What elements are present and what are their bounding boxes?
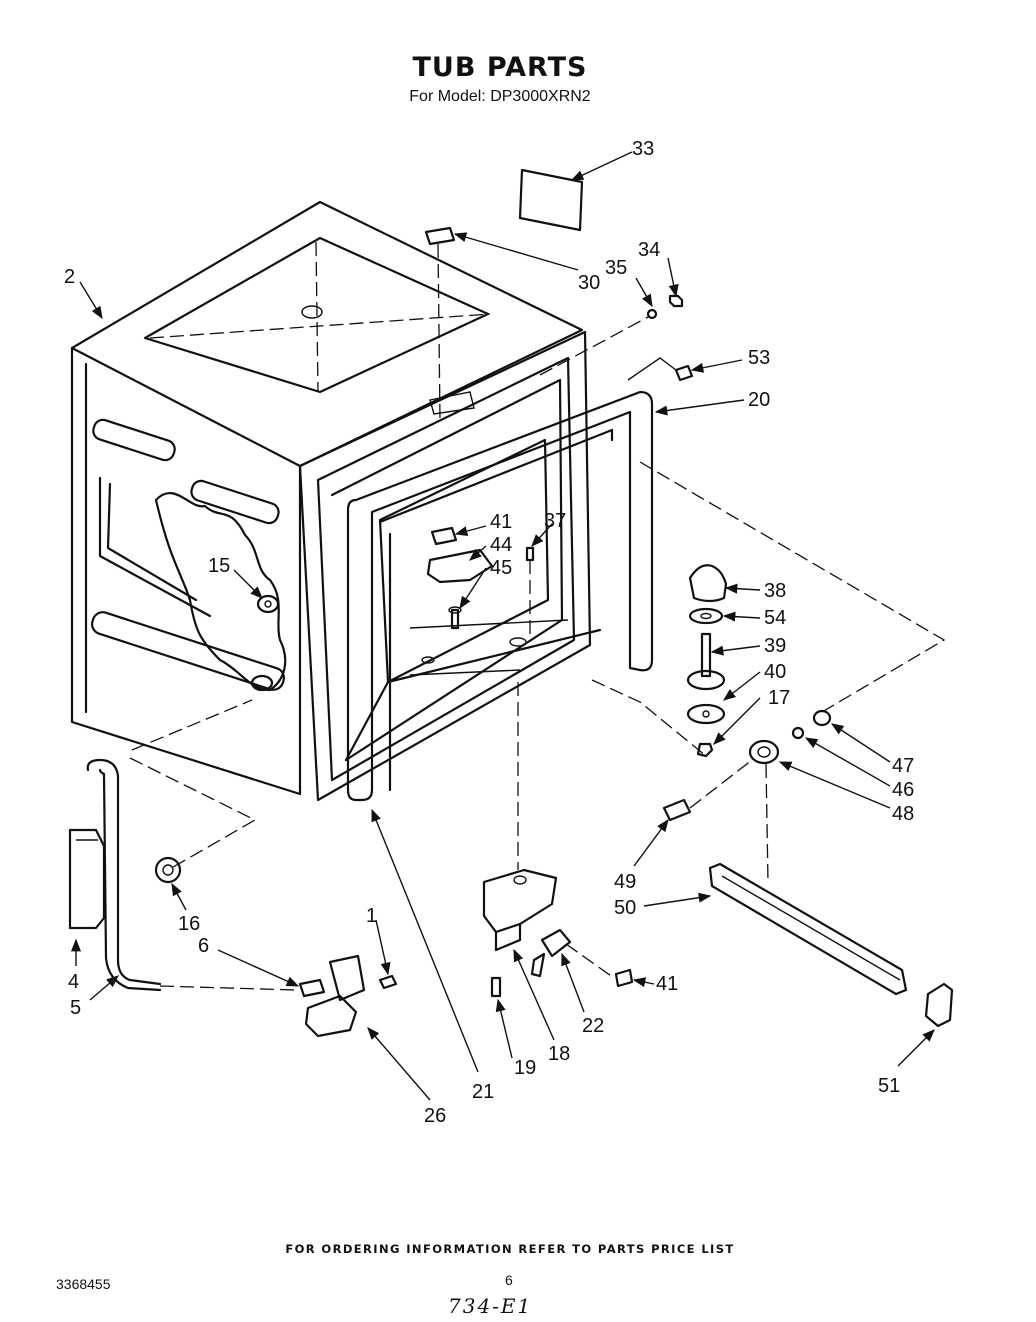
- model-subtitle: For Model: DP3000XRN2: [409, 88, 591, 105]
- part-1-screw: [378, 974, 398, 990]
- callout-numbers: 33 30 34 35 53 20 2 15 41 44 45 37 38 54…: [64, 138, 914, 1127]
- callout-37: 37: [544, 510, 566, 532]
- callout-47: 46: [892, 779, 914, 801]
- part-50-screw: [662, 798, 692, 822]
- part-48-bushing: [812, 709, 832, 727]
- callout-44: 41: [490, 511, 512, 533]
- part-41-screw: [614, 968, 634, 988]
- part-47-washer: [791, 726, 805, 740]
- callout-15: 15: [208, 555, 230, 577]
- callout-5: 5: [70, 997, 81, 1019]
- tub-body-drawing: [70, 200, 602, 802]
- callout-leader-lines: [70, 151, 935, 1101]
- part-17-nut: [696, 742, 714, 758]
- part-52-end-cap: [924, 982, 954, 1028]
- motor-bracket-drawing: [482, 682, 634, 998]
- callout-33: 33: [632, 138, 654, 160]
- callout-16: 16: [178, 913, 200, 935]
- callout-52: 51: [878, 1075, 900, 1097]
- part-22-clamp: [540, 928, 572, 958]
- part-4-bracket: [68, 828, 106, 930]
- part-38-float: [688, 564, 728, 603]
- callout-48: 47: [892, 755, 914, 777]
- callout-30: 30: [578, 272, 600, 294]
- part-51-rail: [708, 862, 908, 996]
- callout-38: 38: [764, 580, 786, 602]
- part-39-stem: [700, 632, 712, 678]
- callout-53: 53: [748, 347, 770, 369]
- callout-26: 26: [424, 1105, 446, 1127]
- callout-45: 44: [490, 534, 512, 556]
- water-valve-drawing: [159, 954, 398, 1038]
- callout-49: 48: [892, 803, 914, 825]
- callout-18: 18: [548, 1043, 570, 1065]
- callout-17: 17: [768, 687, 790, 709]
- callout-54: 54: [764, 607, 786, 629]
- part-53-screw: [674, 364, 694, 382]
- callout-2: 2: [64, 266, 75, 288]
- callout-40: 40: [764, 661, 786, 683]
- left-hose-and-bracket-drawing: [68, 699, 257, 992]
- callout-21: 21: [472, 1081, 494, 1103]
- part-40-disc: [686, 703, 726, 725]
- callout-22: 22: [582, 1015, 604, 1037]
- callout-41: 41: [656, 973, 678, 995]
- part-34-nut: [668, 294, 684, 308]
- callout-1: 1: [366, 905, 377, 927]
- part-33-label-plate: [518, 168, 584, 232]
- part-16-grommet: [154, 856, 182, 884]
- handwritten-mark: 734-E1: [448, 1294, 533, 1318]
- callout-20: 20: [748, 389, 770, 411]
- ordering-information-note: FOR ORDERING INFORMATION REFER TO PARTS …: [285, 1242, 735, 1256]
- callout-4: 4: [68, 971, 79, 993]
- page-number: 6: [505, 1272, 513, 1288]
- callout-6: 6: [198, 935, 209, 957]
- callout-19: 19: [514, 1057, 536, 1079]
- float-assembly-drawing: [591, 461, 946, 758]
- part-54-washer: [688, 607, 724, 625]
- door-gasket-drawing: [346, 390, 654, 802]
- rail-assembly-drawing: [662, 709, 954, 1028]
- part-35-washer: [646, 308, 658, 320]
- callout-51: 50: [614, 897, 636, 919]
- part-49-wheel: [748, 739, 780, 765]
- callout-35: 35: [605, 257, 627, 279]
- part-6-fitting: [298, 978, 326, 998]
- part-19-screw: [490, 976, 502, 998]
- callout-50: 49: [614, 871, 636, 893]
- page-title: TUB PARTS: [412, 52, 588, 83]
- callout-34: 34: [638, 239, 660, 261]
- callout-39: 39: [764, 635, 786, 657]
- document-number: 3368455: [56, 1276, 111, 1292]
- callout-46: 45: [490, 557, 512, 579]
- part-30-clip: [424, 226, 456, 246]
